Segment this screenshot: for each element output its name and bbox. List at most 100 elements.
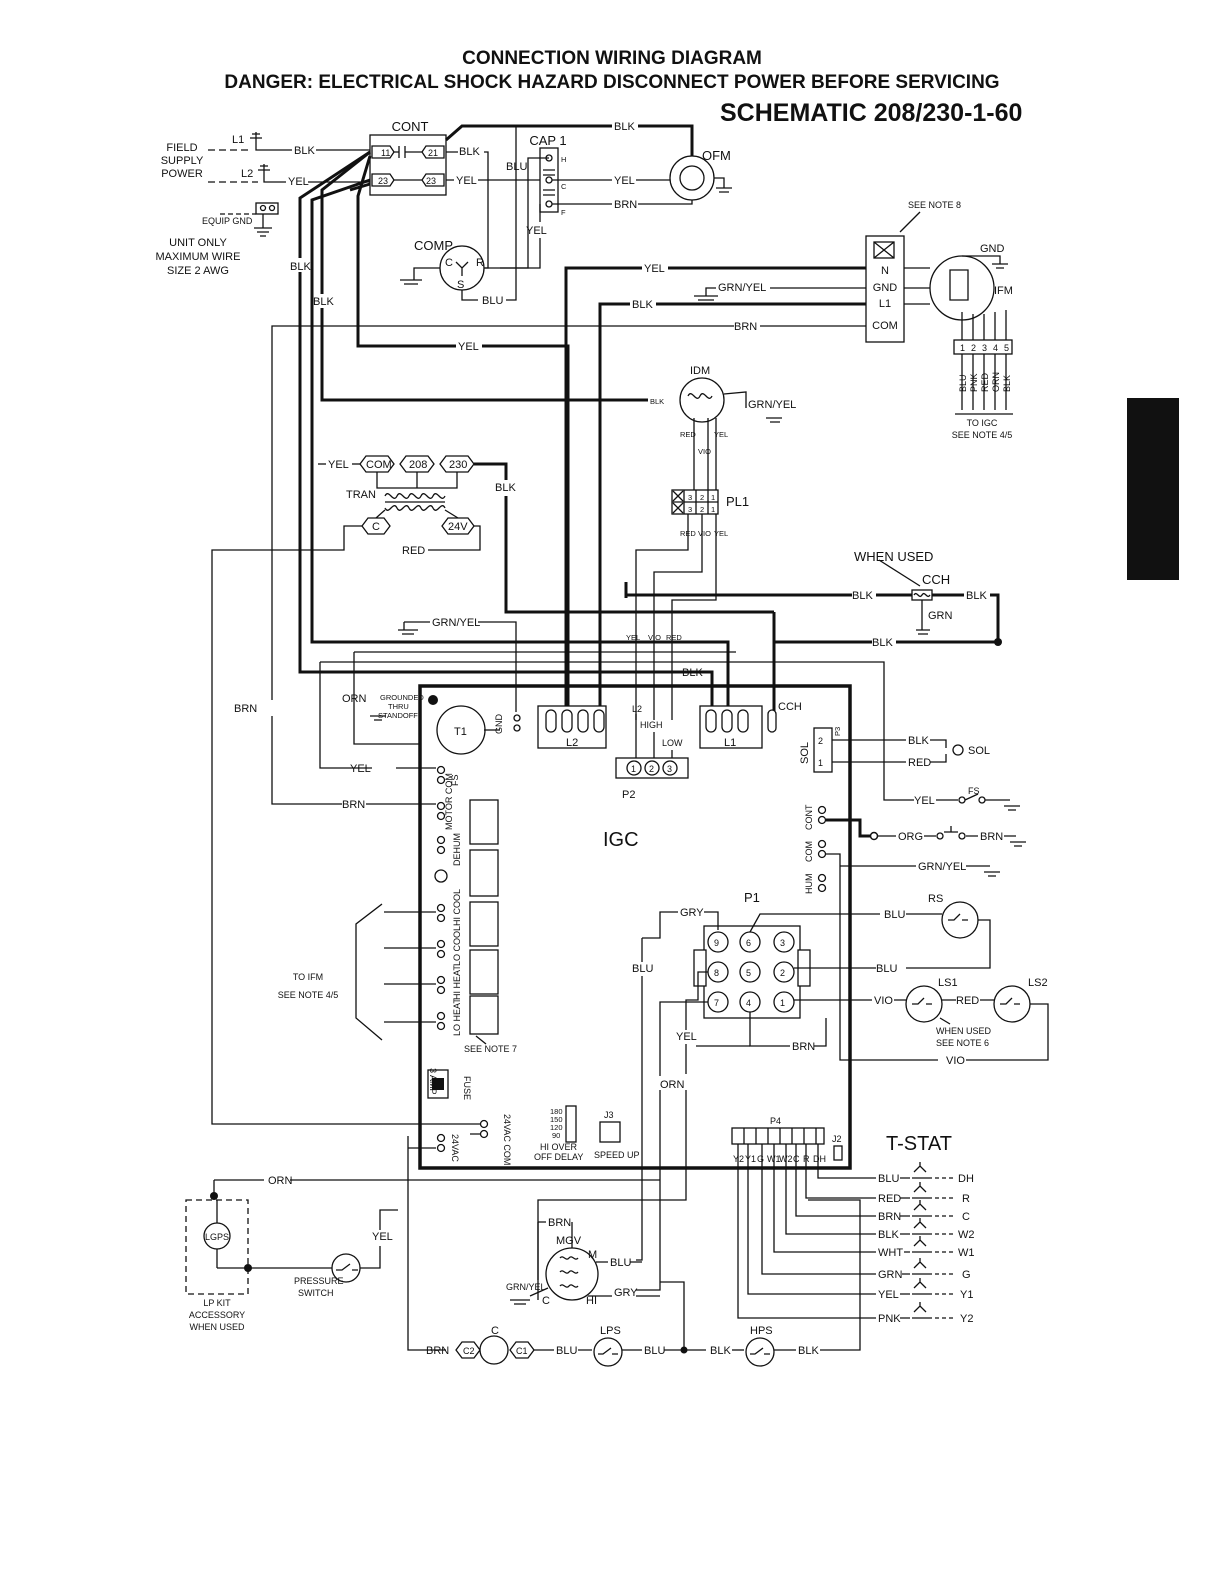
svg-text:BLK: BLK [1002,375,1012,392]
svg-text:FS: FS [450,774,460,786]
svg-text:6: 6 [746,938,751,948]
svg-text:YEL: YEL [878,1289,899,1301]
ls1-label: LS1 [938,977,958,989]
svg-text:HI OVER: HI OVER [540,1142,578,1152]
cch-blk-return: BLK [872,637,893,649]
ifm-yel-label: YEL [644,263,665,275]
to-igc-see-note: SEE NOTE 4/5 [952,430,1013,440]
hps-label: HPS [750,1325,773,1337]
svg-text:MOTOR COM: MOTOR COM [444,773,454,830]
pressure-switch-icon [336,1263,358,1271]
tstat-label: T-STAT [886,1133,952,1155]
svg-text:C: C [372,521,380,533]
compressor: COMP C R S [400,238,485,291]
svg-text:2: 2 [780,968,785,978]
pl1-unused-icon [672,490,684,514]
svg-text:L1: L1 [879,298,891,310]
svg-text:4: 4 [746,998,751,1008]
ls2-label: LS2 [1028,977,1048,989]
cch-grn-label: GRN [928,610,953,622]
cont-ground-icon [966,835,1026,847]
supply-blk-label: BLK [294,145,315,157]
mgv-label: MGV [556,1235,582,1247]
ifm-blk-label: BLK [632,299,653,311]
svg-text:PNK: PNK [969,373,979,392]
chain-blk-label1: BLK [710,1345,731,1357]
comp-ground-icon [400,267,440,285]
p4-label: P4 [770,1116,781,1126]
svg-text:W1: W1 [958,1247,975,1259]
svg-text:150: 150 [550,1115,563,1124]
org-label: ORG [898,831,923,843]
svg-text:DEHUM: DEHUM [452,833,462,866]
pressure-switch: PRESSURE SWITCH [294,1253,361,1298]
svg-text:C2: C2 [463,1346,475,1356]
field-label: FIELD [166,142,197,154]
lp-accessory-note: ACCESSORY [189,1310,245,1320]
chain-blu-label1: BLU [556,1345,577,1357]
ls1-vio-label: VIO [874,995,893,1007]
svg-text:120: 120 [550,1123,563,1132]
thermostat-wiring: BLU RED BRN BLK WHT GRN YEL PNK DH R C W… [737,1144,975,1325]
comp-winding-icon [455,261,469,276]
p2-label: P2 [622,789,635,801]
svg-text:COM: COM [804,841,814,862]
svg-text:VIO: VIO [648,633,661,642]
svg-text:WHT: WHT [878,1247,903,1259]
lp-when-used-note: WHEN USED [189,1322,245,1332]
igc-grnyel-label: GRN/YEL [432,617,480,629]
svg-text:BLU: BLU [958,374,968,392]
svg-text:VIO: VIO [698,529,711,538]
cont-label: CONT [392,119,429,134]
wire-size-note: SIZE 2 AWG [167,265,229,277]
svg-text:LO COOL: LO COOL [452,926,462,966]
chain-blk-label2: BLK [798,1345,819,1357]
pressure-label: PRESSURE [294,1276,344,1286]
lp-kit-note: LP KIT [203,1298,231,1308]
ls-blu-label: BLU [876,963,897,975]
mgv-grnyel-label: GRN/YEL [506,1282,546,1292]
supply-yel-label: YEL [288,176,309,188]
svg-text:3: 3 [780,938,785,948]
standoff-ground-icon [370,715,386,721]
crankcase-heater: WHEN USED CCH BLK BLK GRN [852,549,987,635]
cont-brn-label: BRN [980,831,1003,843]
indoor-fan-motor: SEE NOTE 8 N GND L1 COM IFM GND 1 2 3 4 … [865,200,1013,440]
cap-blu-label: BLU [506,161,527,173]
svg-text:1: 1 [631,764,636,774]
ifm-connector-icon [873,241,895,259]
p1-blu-label: BLU [632,963,653,975]
svg-text:W2: W2 [958,1229,975,1241]
chain-blu-label2: BLU [644,1345,665,1357]
svg-text:3: 3 [982,343,987,353]
blk-feeder-label: BLK [290,261,311,273]
svg-text:DH: DH [813,1154,826,1164]
field-supply: FIELD SUPPLY POWER L1 L2 BLK YEL EQUIP G… [156,132,370,277]
ofm-brn-label: BRN [614,199,637,211]
svg-text:SPEED UP: SPEED UP [594,1150,640,1160]
svg-text:24V: 24V [448,521,468,533]
svg-text:C: C [542,1295,550,1307]
sol-blk-label: BLK [908,735,929,747]
igc-board: IGC GROUNDED THRU STANDOFF ORN T1 GND L2… [342,684,852,1170]
ifm-ground-icon [962,255,1008,269]
svg-text:S: S [457,279,464,291]
svg-text:3: 3 [688,493,692,502]
yel-feeder-label: YEL [458,341,479,353]
see-note6-label: SEE NOTE 6 [936,1038,989,1048]
svg-text:1: 1 [711,493,715,502]
svg-text:3: 3 [688,505,692,514]
svg-text:1: 1 [780,998,785,1008]
svg-text:5: 5 [746,968,751,978]
inducer-motor: IDM BLK GRN/YEL RED YEL VIO [650,365,796,490]
igc-l2-label: L2 [566,737,578,749]
svg-text:1: 1 [960,343,965,353]
contactor: CONT 11 21 23 23 [369,119,447,196]
ifm-winding-icon [949,269,969,301]
svg-text:24VAC COM: 24VAC COM [502,1114,512,1165]
fs-label: FS [968,786,980,796]
svg-text:9: 9 [714,938,719,948]
svg-text:P3: P3 [833,727,842,736]
sol-red-label: RED [908,757,931,769]
svg-text:J3: J3 [604,1110,614,1120]
